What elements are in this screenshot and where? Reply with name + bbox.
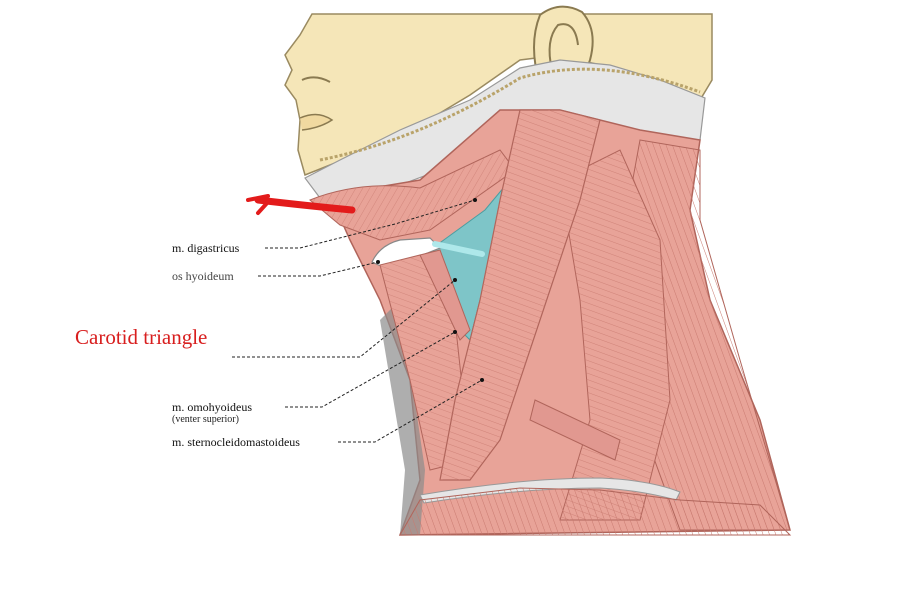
label-venter-superior: (venter superior) <box>172 414 239 425</box>
neck <box>309 109 792 536</box>
dot-carotid <box>453 278 457 282</box>
label-hyoideum: os hyoideum <box>172 269 234 283</box>
sternocleidomastoid-fibers <box>440 110 600 480</box>
digastric-fibers <box>310 150 515 240</box>
red-arrow <box>246 194 356 215</box>
omohyoid-muscle <box>419 249 471 341</box>
leader-lines <box>232 199 483 443</box>
neck-shadow <box>380 300 425 535</box>
leader-omohyoideus <box>285 331 456 408</box>
dot-hyoideum <box>376 260 380 264</box>
ear-inner <box>548 23 579 71</box>
label-carotid-triangle: Carotid triangle <box>75 325 208 349</box>
dot-sternocleido <box>480 378 484 382</box>
label-sternocleidomastoideus: m. sternocleidomastoideus <box>172 435 300 449</box>
leader-hyoideum <box>258 261 379 277</box>
dot-digastricus <box>473 198 477 202</box>
omohyoid-inferior <box>529 399 621 461</box>
nostril <box>301 76 331 83</box>
leader-digastricus <box>265 199 476 249</box>
leader-dots <box>376 198 484 382</box>
dot-omohyoideus <box>453 330 457 334</box>
label-digastricus: m. digastricus <box>172 241 240 255</box>
lips <box>299 113 334 131</box>
leader-sternocleido <box>338 379 483 443</box>
mandible-edge <box>319 67 701 162</box>
arrow-barb <box>246 194 270 215</box>
leader-carotid <box>232 279 456 358</box>
label-omohyoideus: m. omohyoideus <box>172 400 252 414</box>
pectoral-region <box>399 487 792 536</box>
hyoid-horn <box>432 241 485 257</box>
scalene-fibers <box>560 150 670 520</box>
